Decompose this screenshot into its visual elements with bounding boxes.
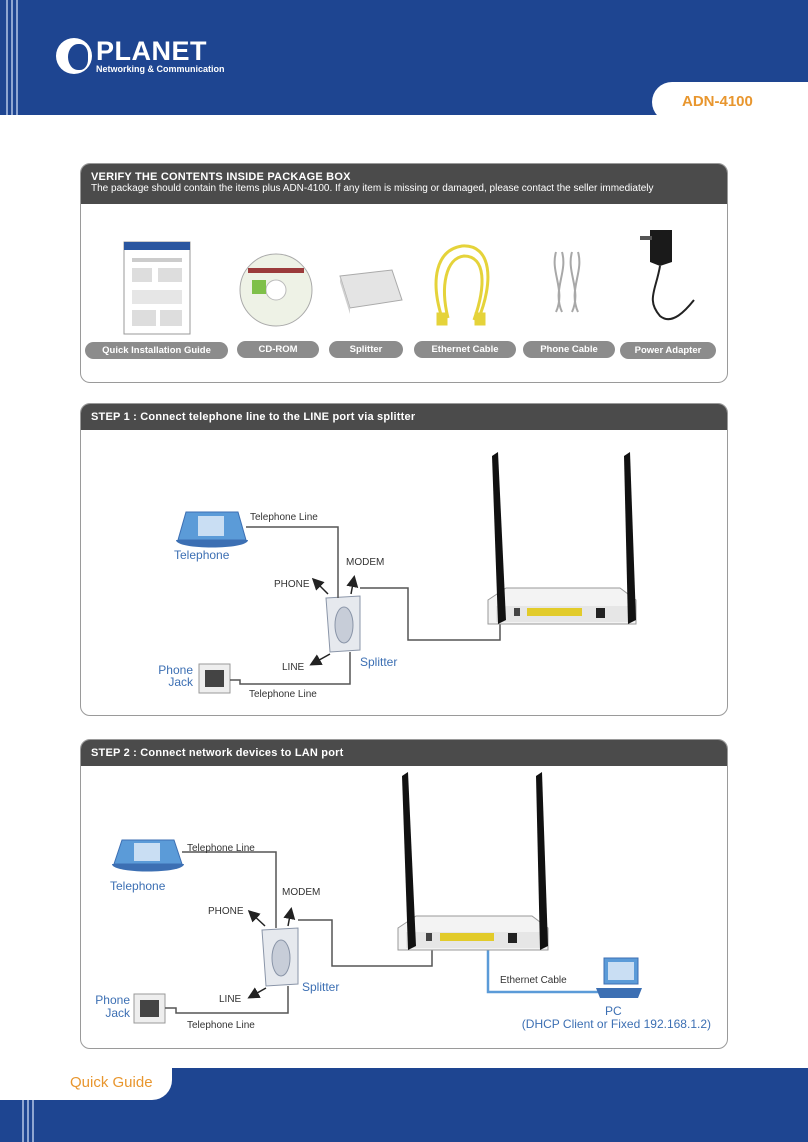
brand-name: PLANET xyxy=(96,36,207,66)
telephone-icon xyxy=(176,511,248,548)
step1-splitter-label: Splitter xyxy=(360,655,397,669)
power-adapter-image xyxy=(640,230,695,321)
router-device xyxy=(397,772,549,951)
step2-pc-label: PC xyxy=(605,1004,622,1018)
package-subtitle: The package should contain the items plu… xyxy=(91,183,654,194)
step2-pc-note: (DHCP Client or Fixed 192.168.1.2) xyxy=(522,1017,711,1031)
step1-telephone-label: Telephone xyxy=(174,548,230,562)
step1-phone-jack-line1: Phone xyxy=(158,663,193,677)
step2-telephone-line-top-label: Telephone Line xyxy=(187,843,255,854)
model-name: ADN-4100 xyxy=(682,93,753,110)
router-device xyxy=(487,452,637,625)
header-decoration xyxy=(6,0,26,115)
step1-header: STEP 1 : Connect telephone line to the L… xyxy=(81,404,727,430)
step1-title: STEP 1 : Connect telephone line to the L… xyxy=(91,411,416,423)
step1-modem-label: MODEM xyxy=(346,557,384,568)
model-tab xyxy=(652,82,808,122)
step2-telephone-line-bottom-label: Telephone Line xyxy=(187,1020,255,1031)
item-phone-cable-label: Phone Cable xyxy=(523,341,615,358)
item-splitter-label: Splitter xyxy=(329,341,403,358)
ethernet-cable-image xyxy=(434,244,490,326)
planet-logo: PLANET Networking & Communication xyxy=(56,38,225,74)
quick-guide-image xyxy=(123,241,191,335)
step1-panel: STEP 1 : Connect telephone line to the L… xyxy=(80,403,728,716)
phone-cable-image xyxy=(553,251,581,313)
step1-line-label: LINE xyxy=(282,662,305,673)
footer-label: Quick Guide xyxy=(70,1074,153,1091)
step1-telephone-line-bottom-label: Telephone Line xyxy=(249,689,317,700)
step2-phone-jack-line2: Jack xyxy=(105,1006,131,1020)
step2-phone-jack-line1: Phone xyxy=(95,993,130,1007)
item-cd-rom-label: CD-ROM xyxy=(237,341,319,358)
cd-rom-image xyxy=(239,253,313,327)
phone-jack-icon xyxy=(198,663,231,694)
step2-header: STEP 2 : Connect network devices to LAN … xyxy=(81,740,727,766)
step2-telephone-label: Telephone xyxy=(110,879,166,893)
step1-telephone-line-top-label: Telephone Line xyxy=(250,512,318,523)
splitter-device xyxy=(261,927,299,987)
step1-phone-jack-line2: Jack xyxy=(168,675,194,689)
package-header: VERIFY THE CONTENTS INSIDE PACKAGE BOX T… xyxy=(81,164,727,204)
telephone-icon xyxy=(112,839,184,872)
footer-tab xyxy=(0,1060,172,1100)
phone-jack-icon xyxy=(133,993,166,1024)
splitter-device xyxy=(325,595,361,653)
splitter-image xyxy=(339,269,403,314)
step2-modem-label: MODEM xyxy=(282,887,320,898)
item-quick-guide-label: Quick Installation Guide xyxy=(85,342,228,359)
brand-tagline: Networking & Communication xyxy=(96,64,225,74)
planet-logo-icon xyxy=(56,38,92,74)
step2-splitter-label: Splitter xyxy=(302,980,339,994)
page-header: PLANET Networking & Communication xyxy=(0,0,808,115)
step2-line-label: LINE xyxy=(219,994,242,1005)
step2-phone-label: PHONE xyxy=(208,906,244,917)
item-ethernet-cable-label: Ethernet Cable xyxy=(414,341,516,358)
step2-ethernet-cable-label: Ethernet Cable xyxy=(500,975,567,986)
footer-decoration xyxy=(22,1100,36,1142)
item-power-adapter-label: Power Adapter xyxy=(620,342,716,359)
step1-phone-label: PHONE xyxy=(274,579,310,590)
package-title: VERIFY THE CONTENTS INSIDE PACKAGE BOX xyxy=(91,171,351,183)
pc-icon xyxy=(596,957,642,998)
step2-title: STEP 2 : Connect network devices to LAN … xyxy=(91,747,344,759)
